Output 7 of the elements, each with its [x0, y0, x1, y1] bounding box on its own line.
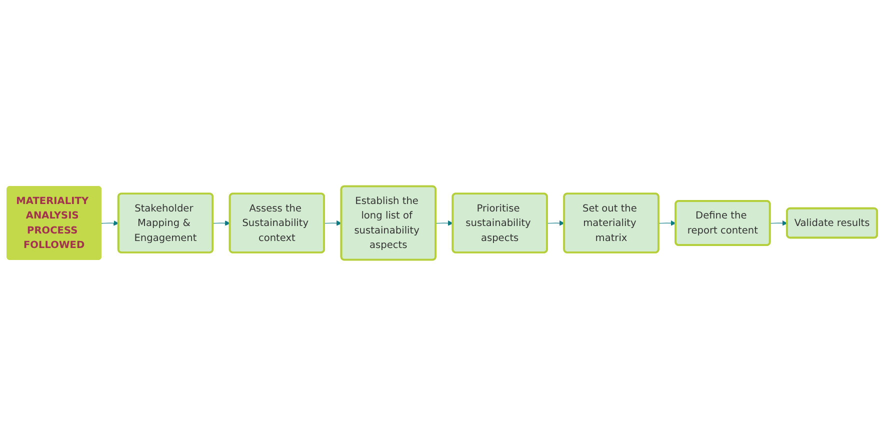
arrow [658, 220, 676, 226]
arrow [546, 220, 565, 226]
arrow [324, 220, 342, 226]
arrow [101, 220, 119, 226]
arrow [770, 220, 788, 226]
arrow [212, 220, 230, 226]
arrow [436, 220, 454, 226]
